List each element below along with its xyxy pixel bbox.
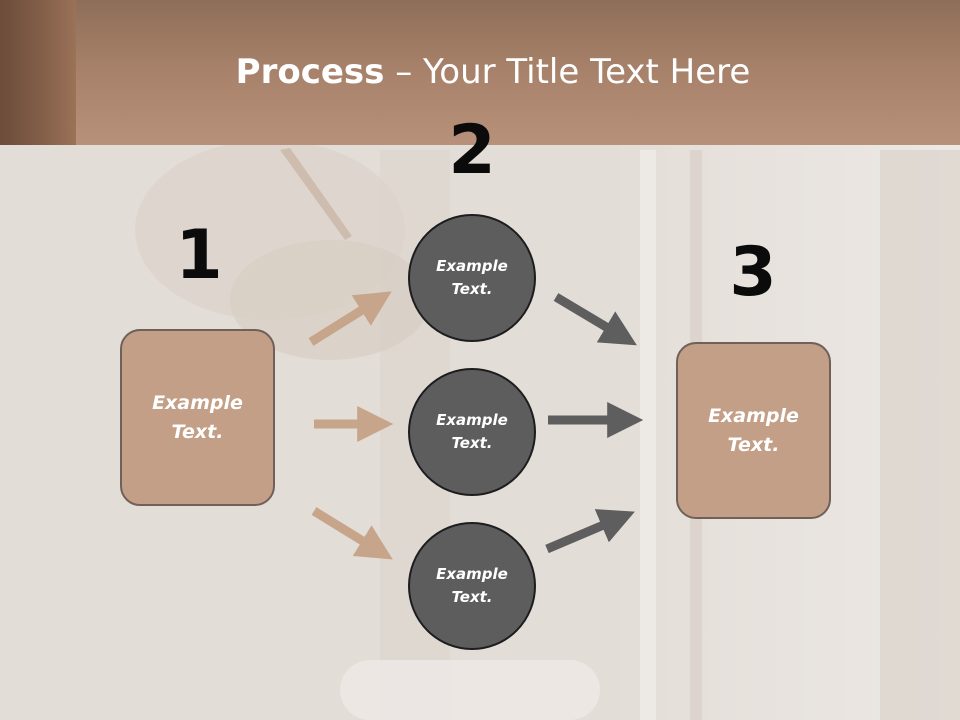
title-bar-accent — [0, 0, 76, 145]
right-box: Example Text. — [676, 342, 831, 519]
step-number-3: 3 — [729, 233, 777, 312]
title-strong: Process — [235, 52, 385, 92]
arrow-top-to-right — [553, 293, 637, 346]
slide-title: Process – Your Title Text Here — [0, 52, 960, 92]
circle-bottom-text: Example Text. — [436, 564, 508, 606]
circle-top: Example Text. — [408, 214, 536, 342]
title-rest: Your Title Text Here — [423, 52, 751, 92]
arrow-bottom-to-right — [545, 509, 635, 554]
circle-middle: Example Text. — [408, 368, 536, 496]
step-number-2: 2 — [448, 111, 496, 190]
circle-middle-text: Example Text. — [436, 410, 508, 452]
circle-bottom: Example Text. — [408, 522, 536, 650]
title-separator: – — [384, 52, 424, 92]
arrow-left-to-top — [308, 291, 392, 346]
arrow-left-to-bottom — [311, 507, 393, 560]
circle-top-text: Example Text. — [436, 256, 508, 298]
step-number-1: 1 — [175, 216, 223, 295]
left-box-text: Example Text. — [152, 392, 243, 443]
title-bar — [0, 0, 960, 145]
right-box-text: Example Text. — [708, 405, 799, 456]
left-box: Example Text. — [120, 329, 275, 506]
